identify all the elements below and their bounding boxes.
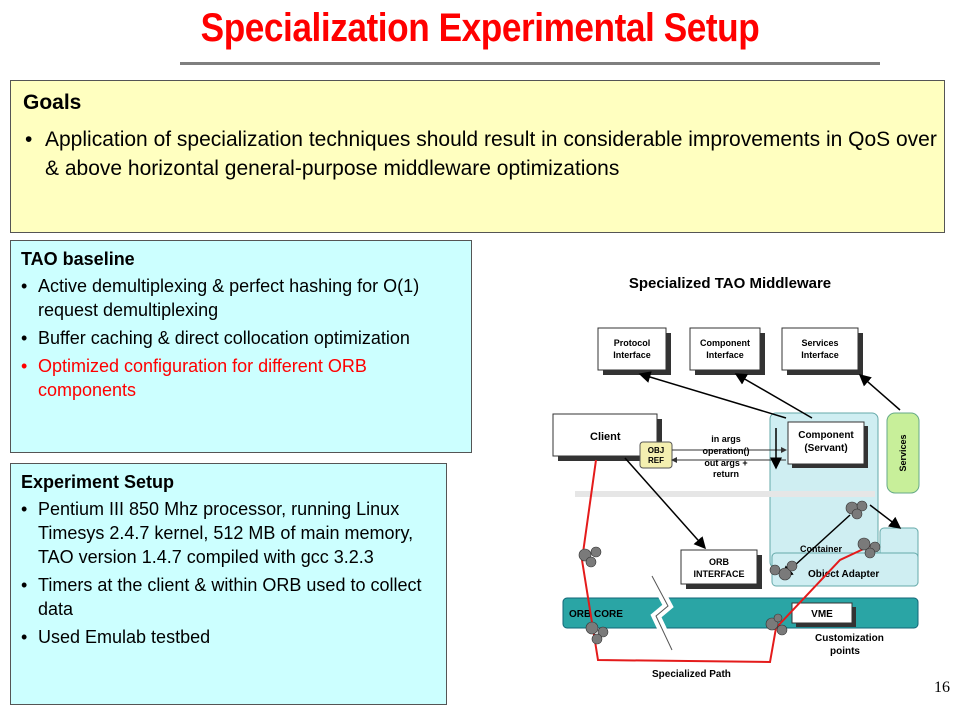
- container-label: Container: [800, 544, 843, 554]
- services-label: Services: [898, 434, 908, 471]
- obj-ref-label: OBJ: [648, 446, 664, 455]
- component-interface-label: Component: [700, 338, 750, 348]
- tao-bullet-2: • Optimized configuration for different …: [21, 354, 467, 402]
- experiment-setup-heading: Experiment Setup: [21, 472, 175, 492]
- exp-bullet-1: • Timers at the client & within ORB used…: [21, 573, 442, 621]
- customization-gears: [578, 500, 881, 645]
- gear-icon: [585, 621, 609, 645]
- component-interface-label: Interface: [706, 350, 744, 360]
- bullet-dot: •: [21, 328, 28, 348]
- page-number: 16: [934, 679, 950, 696]
- orb-interface-label: ORB: [709, 557, 730, 567]
- orb-core-label: ORB CORE: [569, 609, 623, 620]
- services-interface-label: Services: [801, 338, 838, 348]
- exp-bullet-text: Timers at the client & within ORB used t…: [38, 575, 422, 619]
- tao-bullet-text: Buffer caching & direct collocation opti…: [38, 328, 410, 348]
- customization-points-label: Customization: [815, 633, 884, 644]
- gear-icon: [845, 500, 868, 520]
- protocol-interface-box: Protocol Interface: [597, 327, 671, 375]
- tao-bullet-0: • Active demultiplexing & perfect hashin…: [21, 274, 467, 322]
- tao-bullet-text: Optimized configuration for different OR…: [38, 356, 367, 400]
- bullet-dot: •: [21, 356, 28, 376]
- object-adapter-label: Object Adapter: [808, 569, 879, 580]
- operation-label: operation(): [703, 446, 750, 456]
- gear-icon: [765, 613, 788, 636]
- client-label: Client: [590, 431, 621, 443]
- slide-title: Specialization Experimental Setup: [200, 6, 760, 50]
- gear-icon: [857, 537, 881, 559]
- services-box: [886, 412, 920, 494]
- exp-bullet-text: Pentium III 850 Mhz processor, running L…: [38, 499, 414, 567]
- gear-icon: [578, 546, 602, 568]
- specialized-tao-diagram: Specialized TAO Middleware Protocol Inte…: [552, 275, 920, 680]
- customization-points-label: points: [830, 646, 860, 657]
- component-interface-box: Component Interface: [689, 327, 765, 375]
- tao-bullet-text: Active demultiplexing & perfect hashing …: [38, 276, 420, 320]
- protocol-interface-label: Protocol: [614, 338, 651, 348]
- separator-band: [575, 491, 875, 497]
- vme-box: [791, 602, 853, 624]
- vme-label: VME: [811, 609, 833, 620]
- component-servant-label: Component: [798, 430, 854, 441]
- in-args-label: in args: [711, 434, 741, 444]
- exp-bullet-text: Used Emulab testbed: [38, 627, 211, 647]
- obj-ref-label: REF: [648, 456, 664, 465]
- title-underline: [180, 62, 880, 65]
- bullet-dot: •: [21, 627, 28, 647]
- services-interface-box: Services Interface: [781, 327, 863, 375]
- orb-interface-box: [680, 549, 758, 585]
- protocol-interface-label: Interface: [613, 350, 651, 360]
- goals-bullet-0: • Application of specialization techniqu…: [21, 125, 944, 183]
- tao-baseline-box: TAO baseline • Active demultiplexing & p…: [10, 240, 472, 453]
- orb-interface-label: INTERFACE: [693, 569, 744, 579]
- bullet-dot: •: [21, 575, 28, 595]
- services-interface-label: Interface: [801, 350, 839, 360]
- goals-box: Goals • Application of specialization te…: [10, 80, 945, 233]
- gear-icon: [769, 560, 798, 581]
- specialized-path-label: Specialized Path: [652, 669, 731, 680]
- goals-bullet-text: Application of specialization techniques…: [45, 128, 937, 180]
- exp-bullet-2: • Used Emulab testbed: [21, 625, 442, 649]
- return-label: return: [713, 469, 739, 479]
- tao-bullet-1: • Buffer caching & direct collocation op…: [21, 326, 467, 350]
- experiment-setup-box: Experiment Setup • Pentium III 850 Mhz p…: [10, 463, 447, 705]
- tao-baseline-heading: TAO baseline: [21, 249, 135, 269]
- bullet-dot: •: [21, 276, 28, 296]
- obj-ref-box: [639, 441, 673, 469]
- out-args-label: out args +: [704, 458, 747, 468]
- component-servant-label: (Servant): [804, 443, 847, 454]
- goals-heading: Goals: [23, 91, 82, 114]
- component-servant-box: [787, 421, 865, 465]
- bullet-dot: •: [21, 499, 28, 519]
- diagram-caption: Specialized TAO Middleware: [629, 275, 831, 292]
- exp-bullet-0: • Pentium III 850 Mhz processor, running…: [21, 497, 442, 569]
- bullet-dot: •: [25, 128, 33, 151]
